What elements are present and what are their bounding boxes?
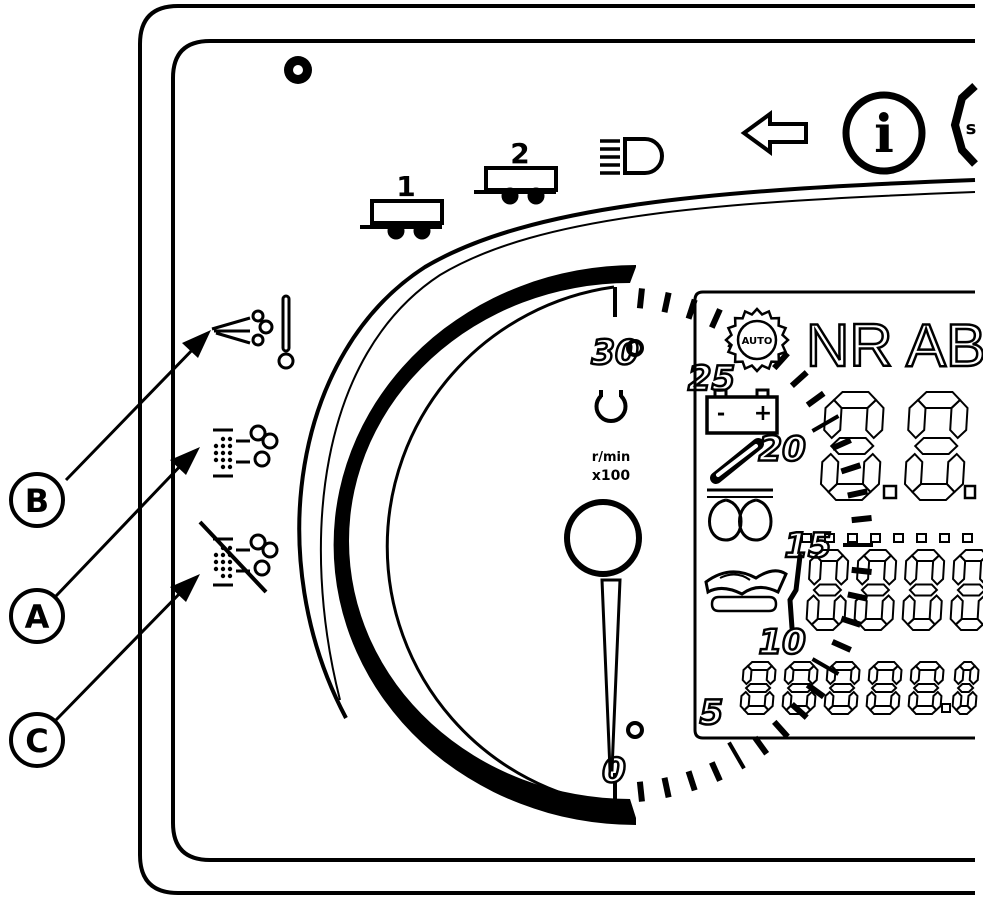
tach-label-5: 5 [700,693,724,733]
headlight-high-beam-icon [600,137,664,175]
edge-button-icon: s [950,83,978,167]
auto-gear-icon: AUTO [724,307,790,373]
tach-units-line2: x100 [592,468,631,484]
lcd-digit [739,661,777,715]
tach-label-15: 15 [784,526,831,566]
battery-minus: - [717,401,725,425]
info-symbol: i [874,104,894,165]
lcd-decimal-point [941,703,951,713]
tachometer: 0 5 10 15 20 25 30 r/min x100 [333,265,873,825]
gear-range-text: NR AB [806,312,983,379]
cluster-outer-housing [138,4,975,895]
callout-a: A [9,447,200,644]
lcd-segment-dot [847,533,858,543]
tach-tick [661,292,672,313]
tach-tick [831,437,852,451]
lcd-segment-dot [916,533,927,543]
tach-tick [685,770,698,792]
display-window-inner-border [319,191,976,701]
lcd-segment-dot [870,533,881,543]
lcd-segment-dot [939,533,950,543]
lcd-digit [949,549,983,631]
lcd-digit [901,549,946,631]
callout-b-label: B [25,482,49,520]
lcd-display: AUTO NR AB - + [693,290,983,740]
tach-tick [831,639,852,653]
tach-tick [752,735,770,756]
tachometer-indicator-dot-top [626,339,644,357]
tach-tick [661,777,672,798]
mounting-screw-icon [284,56,312,84]
lcd-digit [805,549,850,631]
lcd-digit [781,661,819,715]
info-icon: i [842,91,926,175]
callout-c: C [9,574,200,768]
lcd-digit [853,549,898,631]
glow-plug-icon [707,438,773,542]
tachometer-needle [564,499,642,772]
cluster-inner-bezel [171,39,975,862]
lcd-digit [865,661,903,715]
tach-label-20: 20 [758,430,805,470]
display-window-outer-border [297,178,976,719]
lcd-digit [951,661,980,715]
tach-tick [805,390,826,408]
auto-label: AUTO [742,336,773,347]
lcd-mid-digits [805,549,983,631]
lcd-segment-dot [801,533,812,543]
needle-hub [564,499,642,577]
lcd-main-digits [819,391,977,501]
tach-tick [811,657,840,676]
tach-tick [772,719,790,739]
tach-tick [709,308,723,329]
lcd-segment-dot [893,533,904,543]
tach-tick [851,515,872,524]
tach-tick [772,351,790,371]
lcd-panel-border [693,290,975,740]
callout-a-label: A [25,598,50,636]
lcd-digit [907,661,945,715]
tach-tick [840,462,862,475]
indicator-b-temperature-icon [211,294,295,370]
tach-tick [847,488,868,499]
tachometer-indicator-dot-bottom [626,721,644,739]
lcd-bracket-mark [787,553,803,631]
tach-units-line1: r/min [592,450,630,465]
lcd-decimal-point [963,484,977,500]
indicator-a-engine-fluid-icon [213,424,279,478]
tach-tick [709,761,723,782]
lcd-digit [819,391,885,501]
lcd-segment-dot [824,533,835,543]
edge-button-letter: s [966,118,977,139]
trailer-1-icon: 1 [360,170,444,240]
engine-speed-unit-icon [594,390,628,423]
lcd-segment-dots [801,533,973,543]
battery-plus: + [754,401,772,426]
indicator-c-engine-fluid-disabled-icon [198,520,279,594]
battery-icon: - + [705,388,779,435]
trailer-2-label: 2 [510,137,529,170]
callout-c-label: C [25,722,48,760]
lcd-segment-dot [962,533,973,543]
lcd-odometer-digits [739,661,980,715]
lcd-digit [823,661,861,715]
lcd-digit [903,391,969,501]
tach-tick [636,781,645,802]
tach-tick [789,370,809,388]
left-arrow-icon [740,110,808,156]
tach-label-10: 10 [758,623,805,663]
trailer-1-label: 1 [396,170,415,203]
lcd-decimal-point [882,484,898,500]
tach-tick [727,741,746,770]
service-book-wrench-icon [704,569,788,613]
tach-tick [636,288,645,309]
tachometer-inner-ring [385,285,615,808]
trailer-2-icon: 2 [474,137,558,205]
callout-b: B [9,330,211,528]
